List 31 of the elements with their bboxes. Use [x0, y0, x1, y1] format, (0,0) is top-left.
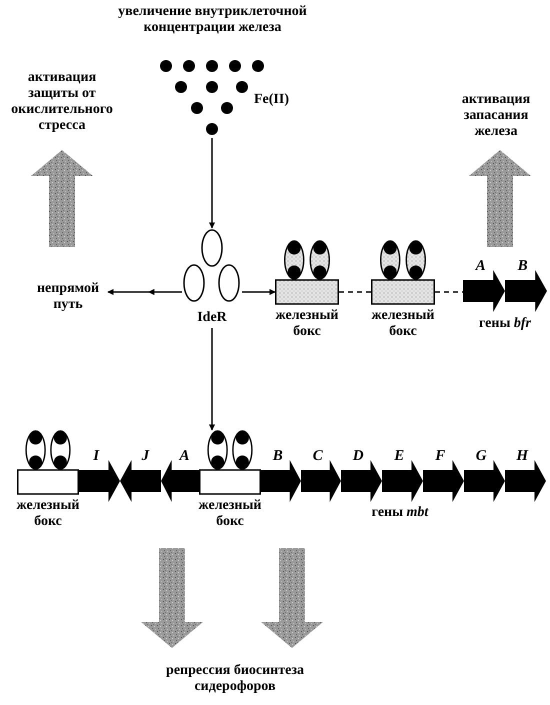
- gene-group-label: гены mbt: [370, 505, 430, 522]
- arrow: [108, 289, 182, 295]
- gene-letter: H: [515, 448, 530, 466]
- gene-letter: C: [312, 448, 324, 466]
- arrow: [242, 288, 276, 296]
- dashed-line: [339, 291, 371, 293]
- pathway-label: непрямой путь: [28, 281, 108, 317]
- box-label: железный бокс: [370, 308, 436, 340]
- dashed-line: [435, 291, 463, 293]
- gene-letter: F: [434, 448, 446, 466]
- box-label: железный бокс: [198, 498, 262, 530]
- gene-letter: I: [92, 448, 100, 466]
- gene-letter: D: [352, 448, 365, 466]
- gene-letter: B: [516, 258, 529, 276]
- gene-letter: G: [474, 448, 488, 466]
- effect-label: активация защиты от окислительного стресса: [10, 70, 114, 134]
- arrow: [208, 328, 216, 431]
- box-label: железный бокс: [16, 498, 80, 530]
- box-label: железный бокс: [274, 308, 340, 340]
- gene-letter: A: [474, 258, 487, 276]
- heading-text: увеличение внутриклеточной концентрации железа: [117, 4, 308, 36]
- gene-group-label: гены bfr: [478, 316, 532, 332]
- arrow: [208, 138, 216, 229]
- gene-letter: J: [140, 448, 150, 466]
- gene-letter: A: [178, 448, 191, 466]
- effect-label: активация запасания железа: [460, 92, 532, 140]
- ion-label: Fe(II): [254, 92, 289, 108]
- effect-label: репрессия биосинтеза сидерофоров: [165, 663, 305, 696]
- protein-label: IdeR: [196, 310, 228, 326]
- gene-letter: B: [272, 448, 284, 466]
- gene-letter: E: [393, 448, 406, 466]
